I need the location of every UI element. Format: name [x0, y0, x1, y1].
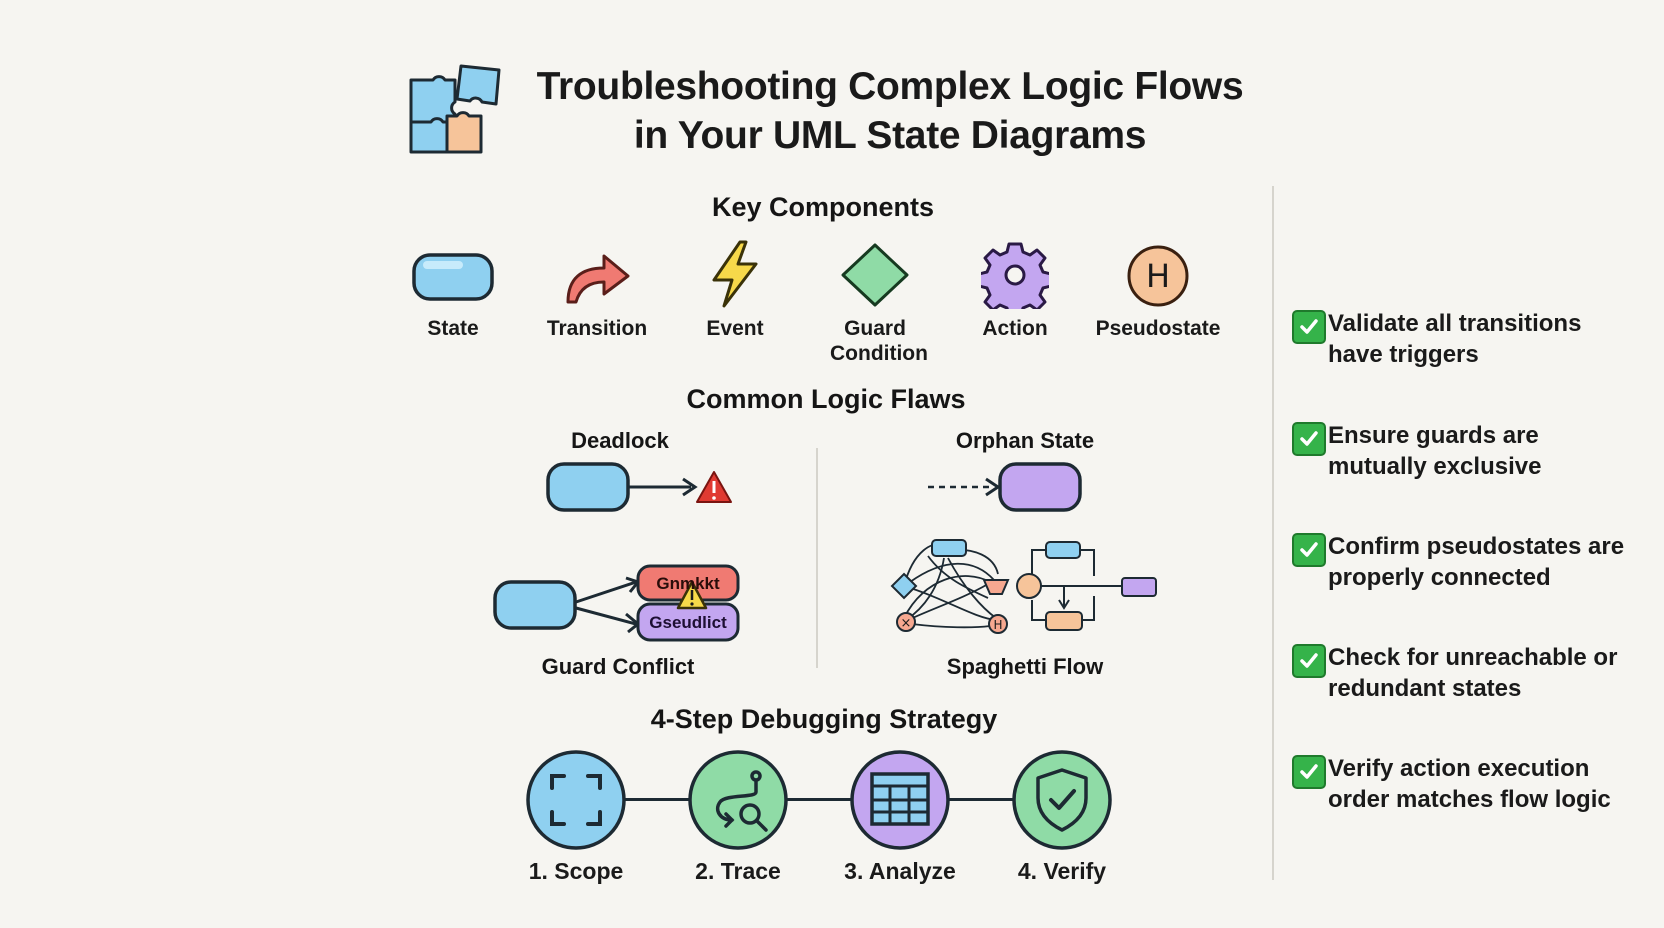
component-label: Event	[706, 317, 764, 340]
guard-pill-top-text: Gnmkkt	[656, 574, 720, 593]
lightning-bolt-icon	[660, 240, 810, 308]
puzzle-icon	[405, 58, 515, 158]
spaghetti-history-glyph: H	[993, 618, 1002, 632]
step-trace: 2. Trace	[658, 748, 818, 885]
debugging-heading: 4-Step Debugging Strategy	[650, 704, 998, 734]
checklist-item: Check for unreachable or redundant state…	[1292, 642, 1642, 704]
checklist-item: Verify action execution order matches fl…	[1292, 753, 1642, 815]
flaws-divider	[816, 448, 818, 668]
checklist-divider	[1272, 186, 1274, 880]
logic-flaws-heading: Common Logic Flaws	[686, 384, 966, 414]
title-line-1: Troubleshooting Complex Logic Flows	[536, 65, 1244, 108]
guard-conflict-label: Guard Conflict	[541, 654, 695, 679]
component-label: State	[427, 317, 479, 340]
component-guard-condition: Guard Condition	[800, 242, 950, 366]
checkmark-icon	[1292, 755, 1326, 789]
component-transition: Transition	[522, 246, 672, 341]
component-label: Transition	[546, 317, 648, 340]
checklist-text: Confirm pseudostates are properly connec…	[1328, 533, 1625, 591]
checklist-text: Validate all transitions have triggers	[1328, 310, 1582, 368]
step-verify: 4. Verify	[982, 748, 1142, 885]
step-analyze: 3. Analyze	[820, 748, 980, 885]
shield-check-icon	[982, 748, 1142, 852]
guard-pill-bottom-text: Gseudlict	[649, 613, 727, 632]
orphan-state-diagram	[924, 460, 1084, 516]
guard-conflict-diagram: Gnmkkt Gseudlict	[492, 562, 742, 644]
step-scope: 1. Scope	[496, 748, 656, 885]
state-rounded-rect-icon	[378, 246, 528, 308]
component-label: Action	[982, 317, 1048, 340]
step-label: 1. Scope	[528, 858, 624, 884]
table-grid-icon	[820, 748, 980, 852]
checkmark-icon	[1292, 310, 1326, 344]
checklist-text: Ensure guards are mutually exclusive	[1328, 422, 1542, 480]
component-action: Action	[940, 242, 1090, 341]
checkmark-icon	[1292, 533, 1326, 567]
component-label: Pseudostate	[1095, 317, 1221, 340]
history-h-icon: H	[1083, 244, 1233, 308]
checklist-item: Ensure guards are mutually exclusive	[1292, 420, 1642, 482]
component-label: Guard Condition	[830, 317, 928, 365]
scope-frame-icon	[496, 748, 656, 852]
step-label: 4. Verify	[1017, 858, 1107, 884]
step-label: 2. Trace	[695, 858, 781, 884]
deadlock-label: Deadlock	[571, 428, 669, 453]
checkmark-icon	[1292, 422, 1326, 456]
step-label: 3. Analyze	[844, 858, 956, 884]
deadlock-diagram	[545, 460, 735, 516]
spaghetti-flow-diagram: × H	[884, 538, 1164, 648]
pseudostate-glyph: H	[1146, 257, 1170, 295]
checklist-item: Validate all transitions have triggers	[1292, 308, 1642, 370]
curved-arrow-icon	[522, 246, 672, 308]
spaghetti-flow-label: Spaghetti Flow	[946, 654, 1104, 679]
checklist-text: Verify action execution order matches fl…	[1328, 755, 1611, 813]
component-pseudostate: H Pseudostate	[1083, 244, 1233, 341]
key-components-heading: Key Components	[711, 192, 935, 222]
component-state: State	[378, 246, 528, 341]
gear-icon	[940, 242, 1090, 309]
spaghetti-cross-glyph: ×	[901, 616, 912, 631]
component-event: Event	[660, 240, 810, 341]
checklist-item: Confirm pseudostates are properly connec…	[1292, 531, 1642, 593]
trace-path-icon	[658, 748, 818, 852]
title-line-2: in Your UML State Diagrams	[633, 114, 1147, 157]
orphan-state-label: Orphan State	[955, 428, 1095, 453]
checkmark-icon	[1292, 644, 1326, 678]
diamond-icon	[800, 242, 950, 308]
page-title: Troubleshooting Complex Logic Flows in Y…	[520, 62, 1260, 160]
steps-connector	[624, 798, 1064, 801]
checklist-text: Check for unreachable or redundant state…	[1328, 644, 1618, 702]
